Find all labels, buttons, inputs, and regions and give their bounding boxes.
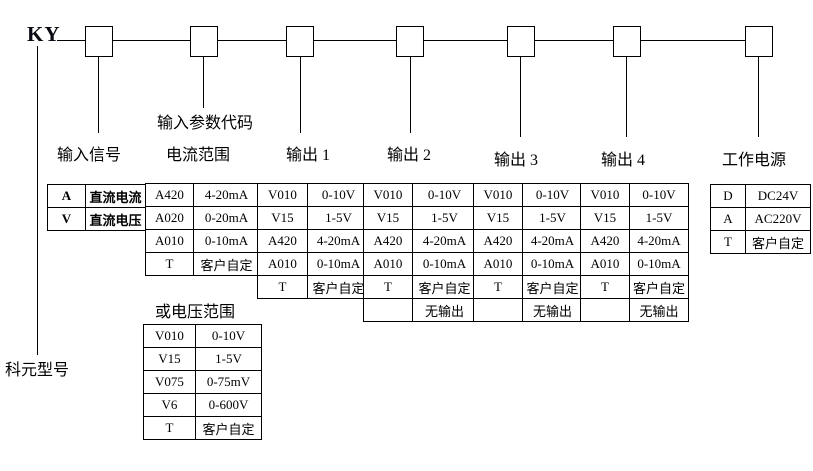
- model-name-label: 科元型号: [5, 362, 70, 379]
- leader-line-output1: [300, 56, 301, 133]
- power-label: 工作电源: [722, 152, 787, 169]
- voltage-range-label: 或电压范围: [155, 304, 236, 321]
- input-signal-label: 输入信号: [57, 147, 122, 164]
- output2-label: 输出 2: [387, 147, 432, 164]
- input-params-header: 输入参数代码: [157, 115, 254, 132]
- leader-line-power: [758, 56, 759, 137]
- leader-line-input-params: [203, 56, 204, 108]
- output4-label: 输出 4: [601, 152, 646, 169]
- table-row: 无输出: [473, 298, 583, 322]
- current-range-label: 电流范围: [166, 147, 231, 164]
- table-row: 无输出: [580, 298, 689, 322]
- output3-label: 输出 3: [494, 152, 539, 169]
- code-box-1: [85, 26, 113, 57]
- table-row: 无输出: [363, 298, 477, 322]
- code-box-6: [613, 26, 641, 57]
- output1-label: 输出 1: [286, 147, 331, 164]
- code-box-7: [745, 26, 773, 57]
- leader-line-output3: [520, 56, 521, 137]
- code-box-3: [286, 26, 314, 57]
- code-box-2: [190, 26, 218, 57]
- leader-line-output2: [410, 56, 411, 133]
- leader-line-output4: [626, 56, 627, 137]
- code-box-4: [396, 26, 424, 57]
- leader-line-input-signal: [98, 56, 99, 133]
- model-prefix: KY: [27, 22, 61, 46]
- model-leader-line: [37, 46, 38, 355]
- code-box-5: [507, 26, 535, 57]
